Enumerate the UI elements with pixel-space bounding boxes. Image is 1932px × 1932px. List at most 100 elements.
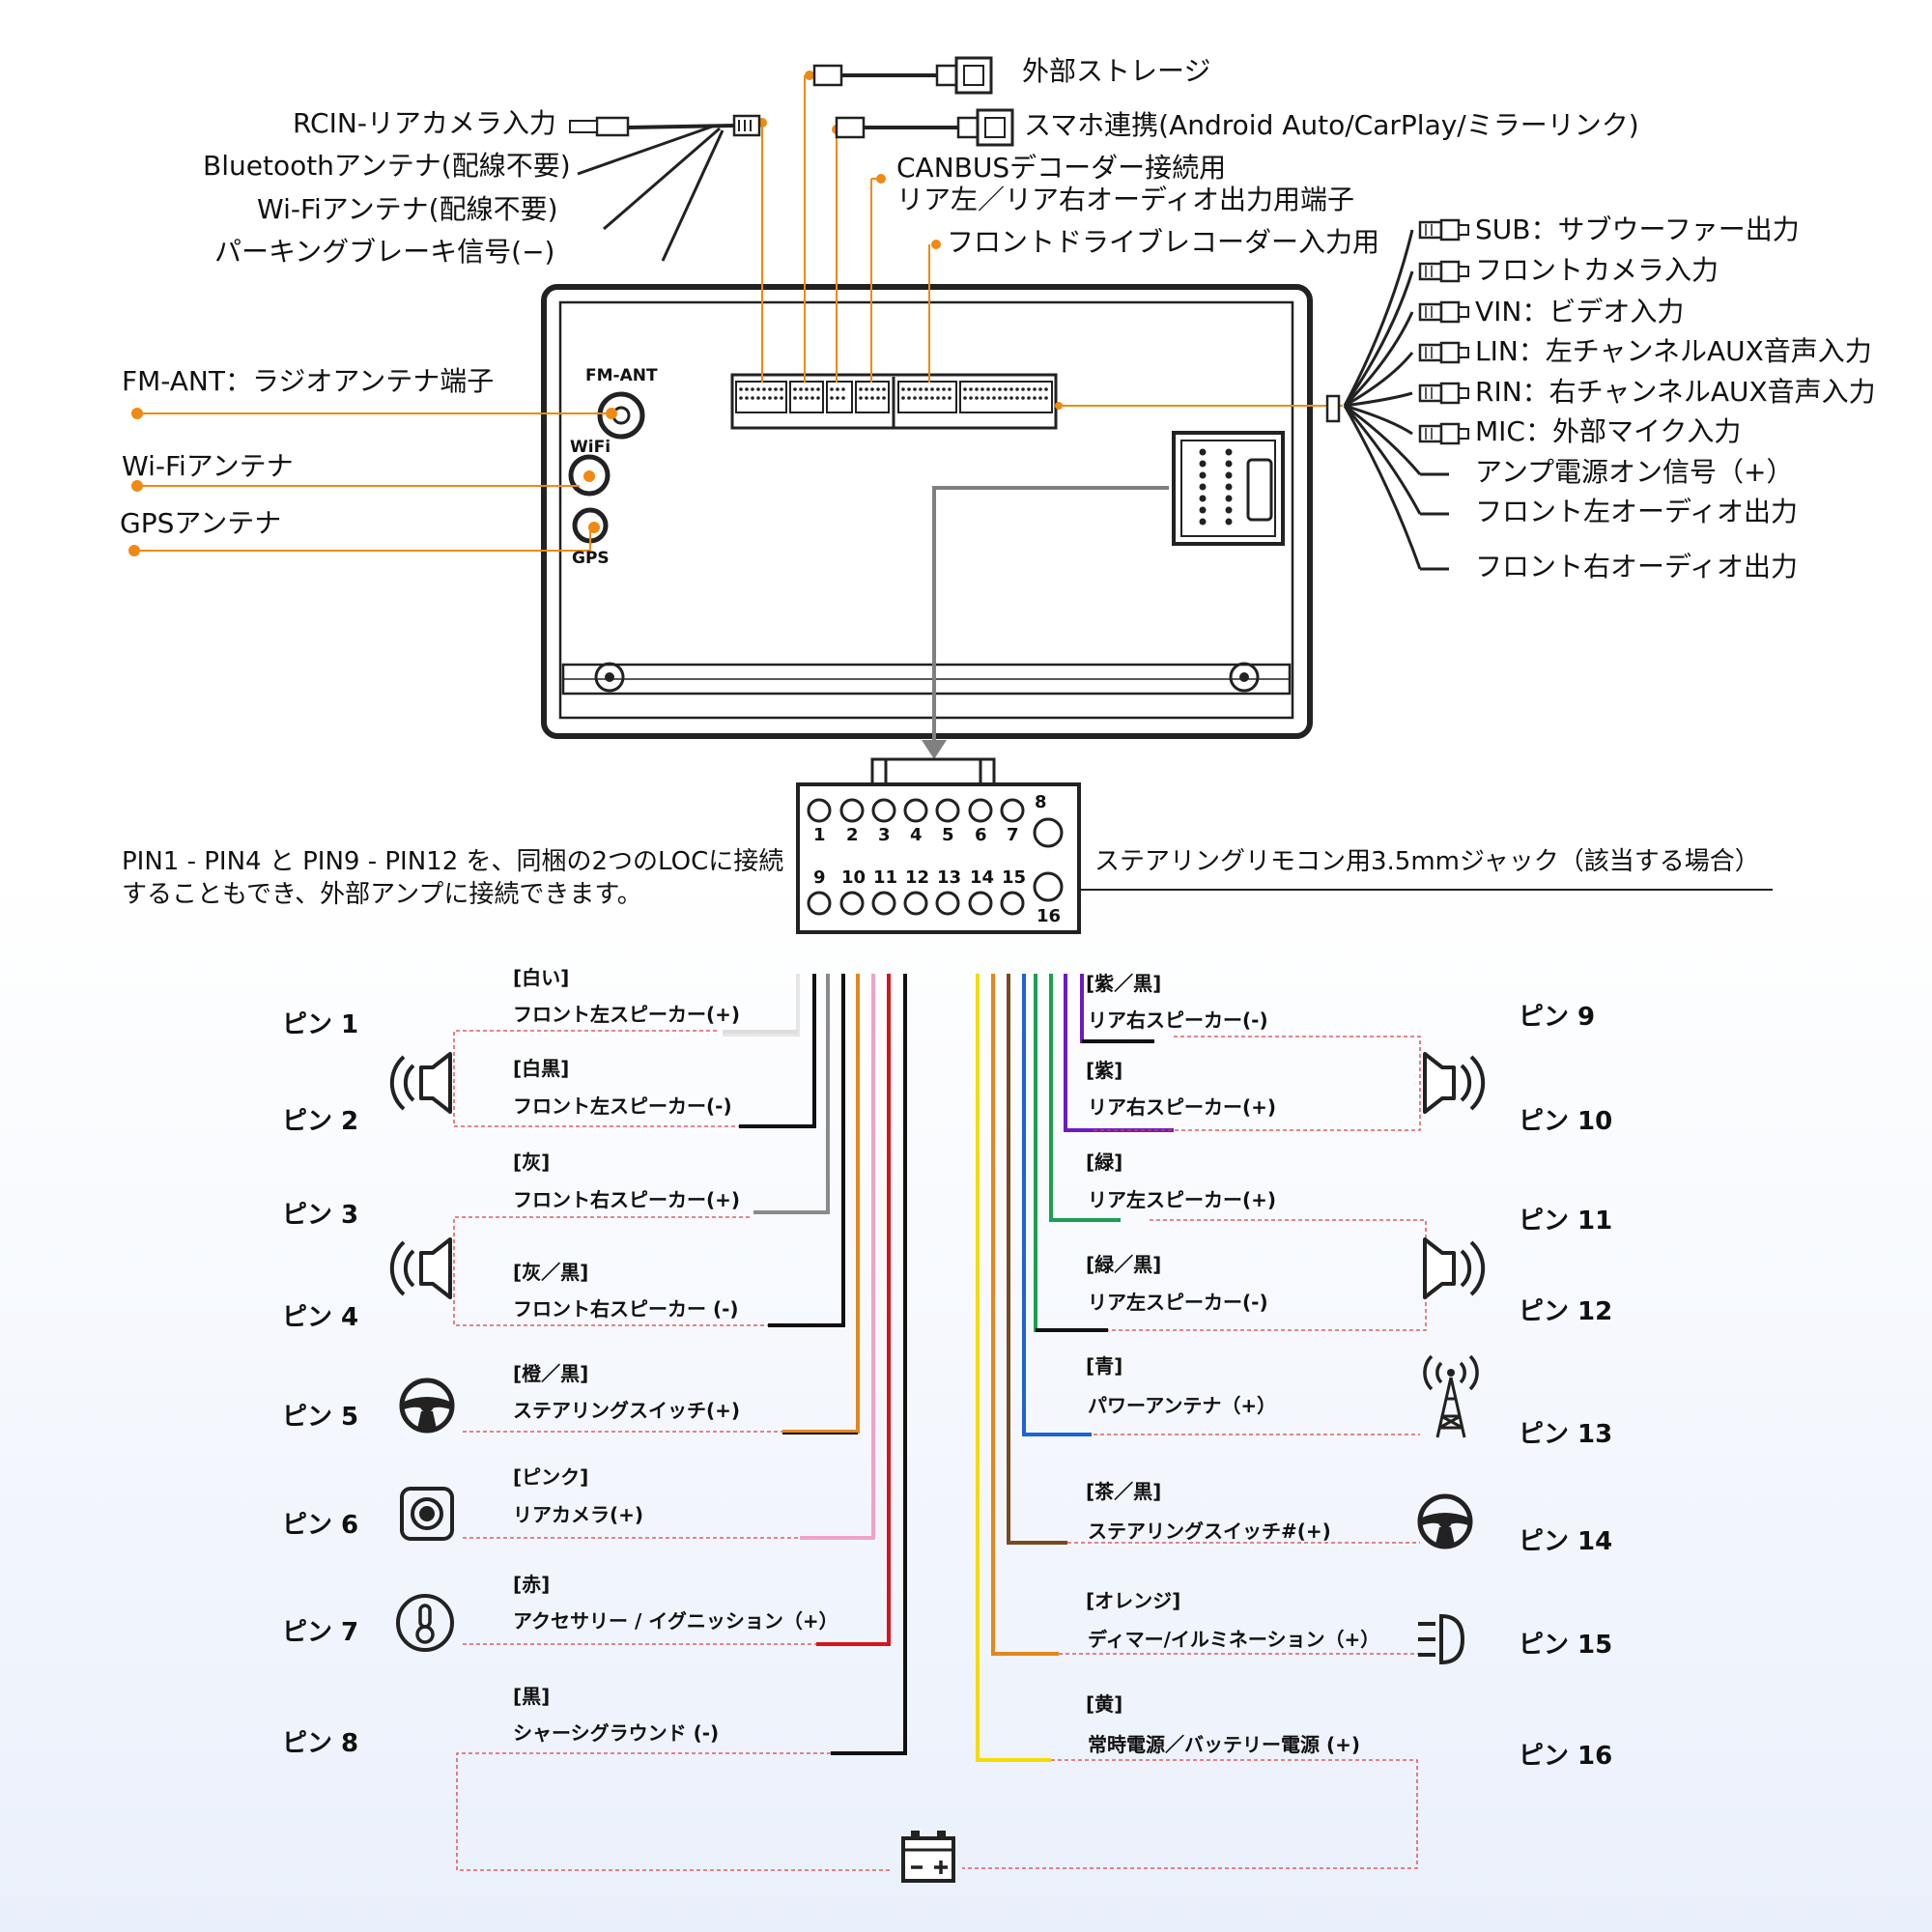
pin-label: ピン 2 xyxy=(282,1107,359,1136)
connector-pin-number: 11 xyxy=(873,867,898,888)
pin-label: ピン 13 xyxy=(1519,1420,1613,1449)
wire-color-name: [茶／黒] xyxy=(1086,1480,1162,1503)
main-harness-socket xyxy=(1172,431,1285,546)
wire-description: アクセサリー / イグニッション（+） xyxy=(513,1609,838,1633)
wire-description: シャーシグラウンド (-) xyxy=(513,1721,720,1745)
wire-pin-6 xyxy=(800,974,875,1540)
wire-description: リアカメラ(+) xyxy=(513,1503,644,1526)
connector-pin-number: 13 xyxy=(937,867,962,888)
connector-pin-number: 2 xyxy=(846,825,859,845)
wire-description: リア左スピーカー(+) xyxy=(1088,1188,1277,1211)
bluetooth-label: Bluetoothアンテナ(配線不要) xyxy=(203,150,571,182)
connector-pin-number: 16 xyxy=(1037,906,1062,926)
wire-description: リア右スピーカー(+) xyxy=(1088,1095,1277,1119)
wire-color-name: [橙／黒] xyxy=(513,1362,589,1385)
pin-label: ピン 16 xyxy=(1519,1742,1613,1771)
usb-storage-cable xyxy=(812,56,993,95)
pin-wires xyxy=(723,974,1174,1762)
pin-label: ピン 1 xyxy=(282,1010,359,1039)
parking-brake-label: パーキングブレーキ信号(−) xyxy=(214,236,555,268)
wire-color-name: [緑／黒] xyxy=(1086,1253,1162,1276)
loc-note-line2: することもでき、外部アンプに接続できます。 xyxy=(122,880,642,909)
wire-pin-8 xyxy=(831,974,907,1755)
wire-pin-4 xyxy=(768,974,845,1327)
pin-label: ピン 9 xyxy=(1519,1003,1596,1032)
external-storage-label: 外部ストレージ xyxy=(1022,55,1211,87)
wire-label-front-right-out: フロント右オーディオ出力 xyxy=(1475,551,1799,582)
wire-color-name: [緑] xyxy=(1086,1151,1123,1174)
connector-pin-number: 14 xyxy=(970,867,995,888)
connector-pin-number: 4 xyxy=(910,825,923,845)
rca-label-vin: VIN：ビデオ入力 xyxy=(1475,296,1685,327)
wire-pin-14 xyxy=(1007,974,1067,1545)
speaker-icon xyxy=(389,1052,452,1114)
steering-wheel-icon xyxy=(399,1378,455,1434)
pin-label: ピン 6 xyxy=(282,1511,359,1540)
wire-description: 常時電源／バッテリー電源 (+) xyxy=(1088,1733,1361,1756)
wifi-port-label: WiFi xyxy=(570,438,611,457)
wire-label-amp-remote: アンプ電源オン信号（+） xyxy=(1475,456,1794,488)
connector-pin-number: 5 xyxy=(942,825,954,845)
pin-label: ピン 7 xyxy=(282,1618,359,1647)
connector-pin-number: 7 xyxy=(1007,825,1019,845)
rca-label-sub: SUB：サブウーファー出力 xyxy=(1475,213,1800,245)
wire-color-name: [ピンク] xyxy=(513,1465,589,1489)
steering-wheel-icon xyxy=(1417,1493,1473,1549)
wire-pin-11 xyxy=(1049,974,1121,1222)
wifi-antenna-label: Wi-Fiアンテナ xyxy=(122,450,294,482)
connector-pin-number: 9 xyxy=(813,867,826,888)
pin-label: ピン 14 xyxy=(1519,1527,1613,1556)
wire-description: ディマー/イルミネーション（+） xyxy=(1088,1628,1380,1651)
wire-color-name: [白黒] xyxy=(513,1057,570,1080)
wire-pin-2 xyxy=(739,974,816,1128)
pin-label: ピン 12 xyxy=(1519,1297,1613,1326)
pin-label: ピン 10 xyxy=(1519,1107,1613,1136)
rca-label-lin: LIN：左チャンネルAUX音声入力 xyxy=(1475,335,1872,367)
wire-pin-5 xyxy=(782,974,860,1434)
wire-color-name: [オレンジ] xyxy=(1086,1589,1181,1612)
canbus-label: CANBUSデコーダー接続用 xyxy=(896,152,1227,184)
camera-icon xyxy=(400,1487,454,1541)
wire-pin-16 xyxy=(976,974,1051,1762)
wire-color-name: [紫／黒] xyxy=(1086,972,1162,995)
rca-fanout xyxy=(1325,218,1469,571)
connector-pin-number: 10 xyxy=(841,867,867,888)
wire-description: パワーアンテナ（+） xyxy=(1088,1394,1277,1417)
connector-pin-number: 3 xyxy=(878,825,891,845)
wifi-cable-label: Wi-Fiアンテナ(配線不要) xyxy=(257,193,558,225)
rca-label-front-camera: フロントカメラ入力 xyxy=(1475,254,1719,286)
ignition-key-icon xyxy=(396,1594,454,1652)
iso-16-pin-connector xyxy=(796,757,1773,934)
speaker-icon xyxy=(1423,1237,1486,1299)
rear-audio-out-label: リア左／リア右オーディオ出力用端子 xyxy=(896,184,1355,215)
multi-pin-connector-block xyxy=(730,373,1343,430)
headlight-icon xyxy=(1418,1613,1465,1665)
connector-pin-number: 1 xyxy=(813,825,826,845)
fm-antenna-label: FM-ANT：ラジオアンテナ端子 xyxy=(122,365,495,397)
fm-ant-port-label: FM-ANT xyxy=(585,366,658,385)
rca-label-rin: RIN：右チャンネルAUX音声入力 xyxy=(1475,376,1876,408)
wire-description: フロント左スピーカー(-) xyxy=(513,1094,732,1118)
rca-label-mic: MIC：外部マイク入力 xyxy=(1475,415,1742,447)
wire-description: リア右スピーカー(-) xyxy=(1088,1009,1268,1032)
battery-icon xyxy=(901,1831,955,1883)
mount-screw-left xyxy=(594,662,625,693)
loc-note-line1: PIN1 - PIN4 と PIN9 - PIN12 を、同梱の2つのLOCに接… xyxy=(122,847,784,876)
wire-color-name: [灰] xyxy=(513,1151,551,1174)
speaker-icon xyxy=(389,1237,452,1299)
connector-pin-number: 6 xyxy=(975,825,987,845)
head-unit xyxy=(541,284,1313,739)
dashed-group-boxes xyxy=(453,1030,1427,1871)
wire-description: フロント右スピーカー(+) xyxy=(513,1188,741,1211)
wire-color-name: [黄] xyxy=(1086,1692,1123,1716)
wire-color-name: [青] xyxy=(1086,1354,1123,1378)
mount-screw-right xyxy=(1229,662,1260,693)
wire-description: フロント右スピーカー (-) xyxy=(513,1297,739,1321)
antenna-tower-icon xyxy=(1423,1354,1479,1438)
wire-color-name: [白い] xyxy=(513,966,570,989)
pin-label: ピン 8 xyxy=(282,1729,359,1758)
wire-pin-3 xyxy=(753,974,830,1214)
antenna-leader-lines xyxy=(128,408,617,556)
